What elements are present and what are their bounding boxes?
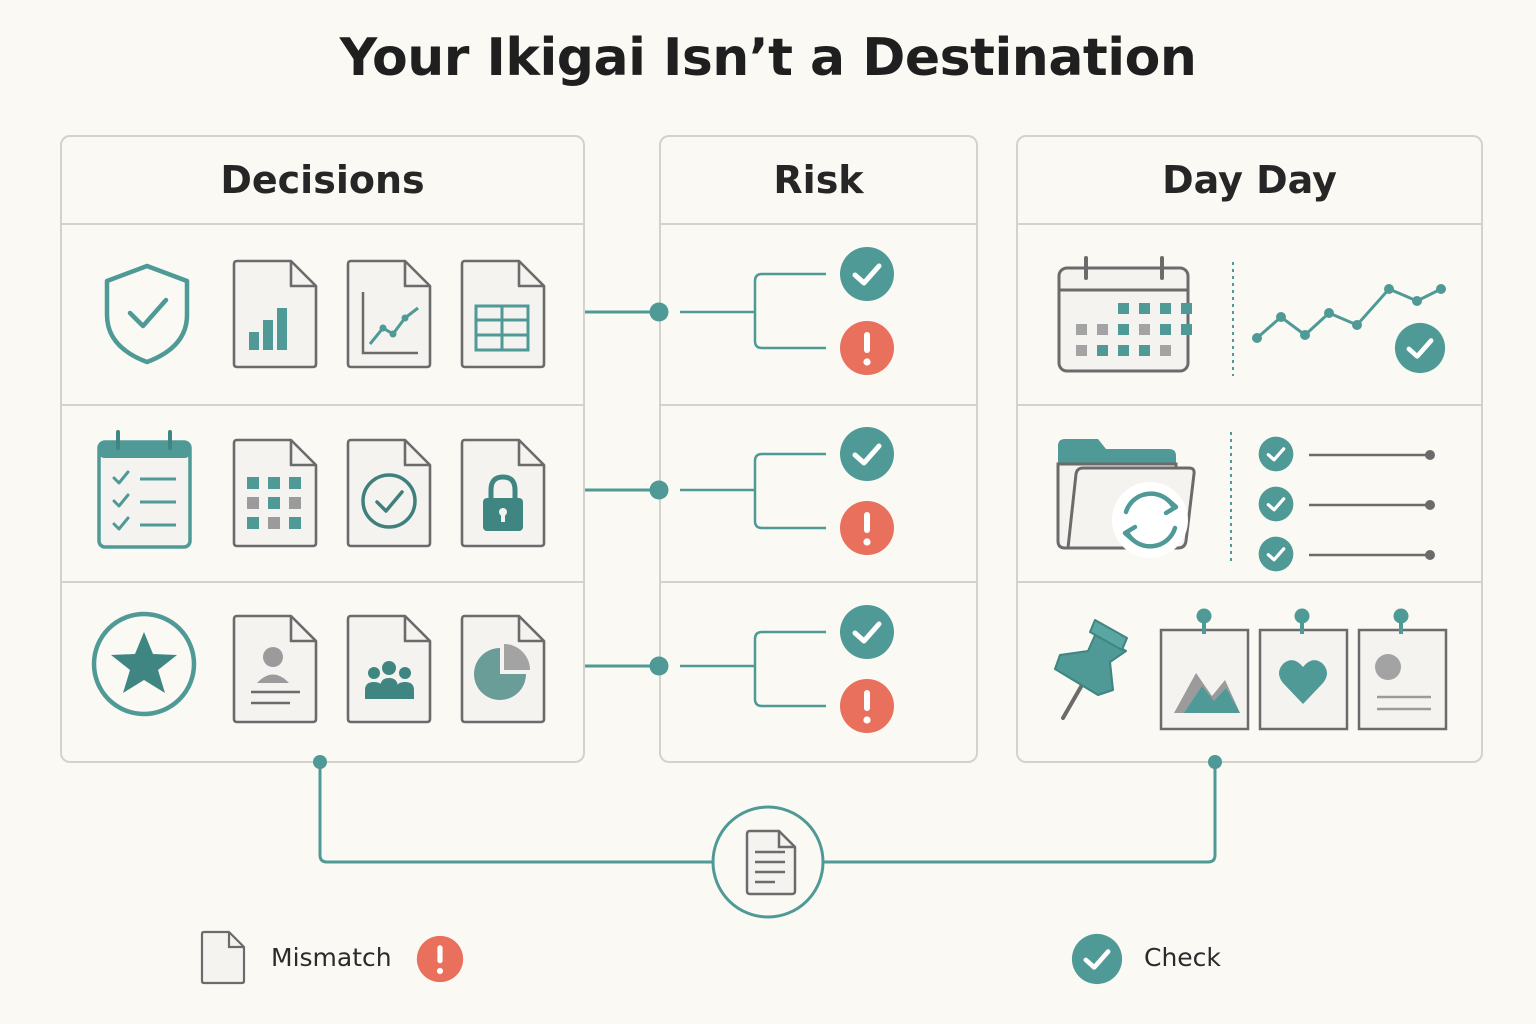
document-icon	[711, 805, 825, 919]
calendar-day-cell	[1118, 303, 1129, 314]
pushpin-icon	[1054, 619, 1128, 720]
team-doc-icon	[346, 614, 432, 724]
calendar-day-cell	[1181, 324, 1192, 335]
calendar-day-cell	[1139, 303, 1150, 314]
profile-doc-icon	[232, 614, 318, 724]
calendar-day-cell	[1160, 345, 1171, 356]
profile-photo-icon	[1357, 608, 1448, 731]
risk-branches	[680, 272, 826, 708]
risk-panel: Risk	[659, 135, 978, 763]
page-title: Your Ikigai Isn’t a Destination	[339, 28, 1197, 88]
checklist-slider-icon	[1258, 436, 1435, 572]
bar-chart-doc-icon	[232, 259, 318, 369]
check-doc-icon	[346, 438, 432, 548]
decisions-header: Decisions	[62, 137, 583, 225]
dayday-header: Day Day	[1018, 137, 1481, 225]
check-circle-icon	[1395, 323, 1445, 373]
landscape-photo-icon	[1159, 608, 1250, 731]
calendar-day-cell	[1118, 345, 1129, 356]
table-doc-icon	[460, 259, 546, 369]
calendar-day-cell	[1076, 324, 1087, 335]
check-circle-icon	[840, 247, 894, 301]
trend-line-icon	[1252, 284, 1446, 343]
line-chart-doc-icon	[346, 259, 432, 369]
calendar-icon	[1057, 256, 1192, 373]
calendar-day-cell	[1181, 303, 1192, 314]
grid-doc-icon	[232, 438, 318, 548]
calendar-day-cell	[1139, 324, 1150, 335]
folder-sync-icon	[1056, 439, 1196, 558]
calendar-day-cell	[1139, 345, 1150, 356]
calendar-day-cell	[1118, 324, 1129, 335]
risk-header: Risk	[661, 137, 976, 225]
calendar-day-cell	[1097, 345, 1108, 356]
shield-check-icon	[104, 263, 190, 365]
calendar-day-cell	[1076, 345, 1087, 356]
calendar-day-cell	[1160, 303, 1171, 314]
blank-doc-icon	[200, 930, 246, 985]
legend-check-label: Check	[1144, 943, 1221, 972]
row-connectors	[585, 302, 669, 676]
alert-circle-icon	[840, 679, 894, 733]
check-circle-icon	[1072, 934, 1122, 984]
check-circle-icon	[840, 605, 894, 659]
bottom-connector	[313, 755, 1222, 864]
pie-chart-doc-icon	[460, 614, 546, 724]
calendar-day-cell	[1097, 324, 1108, 335]
legend-mismatch-label: Mismatch	[271, 943, 392, 972]
heart-photo-icon	[1258, 608, 1349, 731]
lock-doc-icon	[460, 438, 546, 548]
alert-circle-icon	[416, 935, 464, 983]
star-badge-icon	[91, 611, 197, 717]
calendar-day-cell	[1160, 324, 1171, 335]
checklist-calendar-icon	[97, 430, 192, 549]
check-circle-icon	[840, 427, 894, 481]
alert-circle-icon	[840, 321, 894, 375]
alert-circle-icon	[840, 501, 894, 555]
